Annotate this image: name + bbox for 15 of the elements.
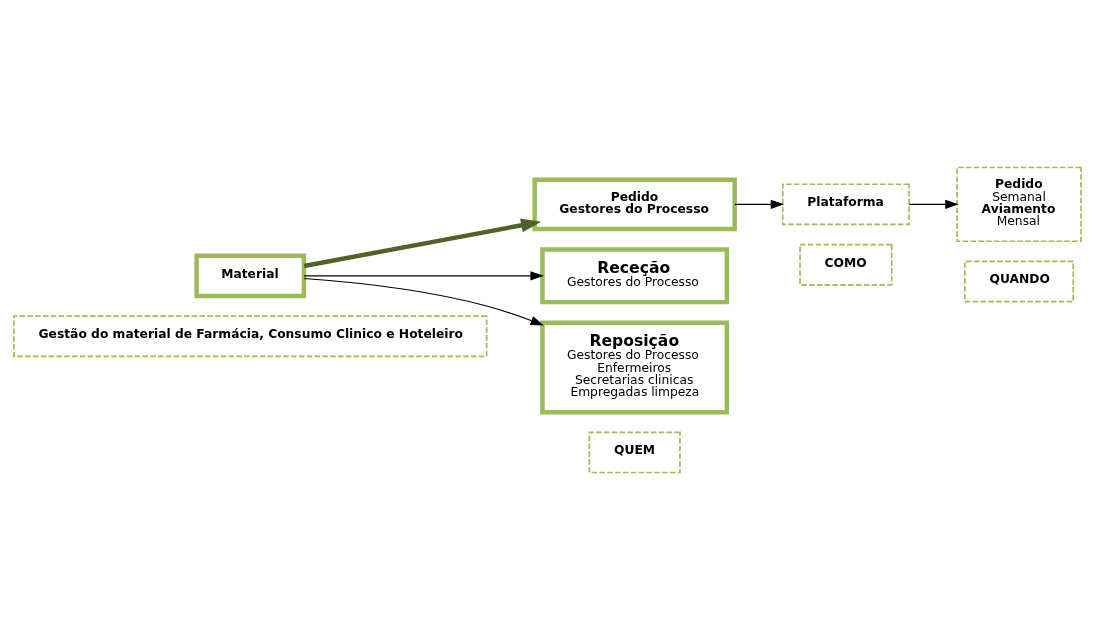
node-box: QUANDO: [964, 260, 1075, 303]
arrow: [734, 199, 785, 210]
arrow: [303, 278, 544, 326]
arrow: [908, 199, 959, 210]
node-box: Pedido Semanal Aviamento Mensal: [956, 166, 1082, 243]
arrow: [303, 271, 544, 281]
node-box: Material: [194, 253, 307, 299]
node-box: Pedido Gestores do Processo: [532, 177, 737, 232]
node-box: Reposição Gestores do Processo Enfermeiros Secretarias clinicas Empregadas limpeza: [540, 320, 730, 415]
arrow: [303, 218, 542, 269]
node-box: QUEM: [588, 431, 681, 474]
node-box: Gestão do material de Farmácia, Consumo Clinico e Hoteleiro: [13, 315, 488, 358]
node-box: Plataforma: [781, 183, 910, 226]
node-box: Receção Gestores do Processo: [540, 247, 730, 305]
node-box: COMO: [799, 243, 893, 286]
